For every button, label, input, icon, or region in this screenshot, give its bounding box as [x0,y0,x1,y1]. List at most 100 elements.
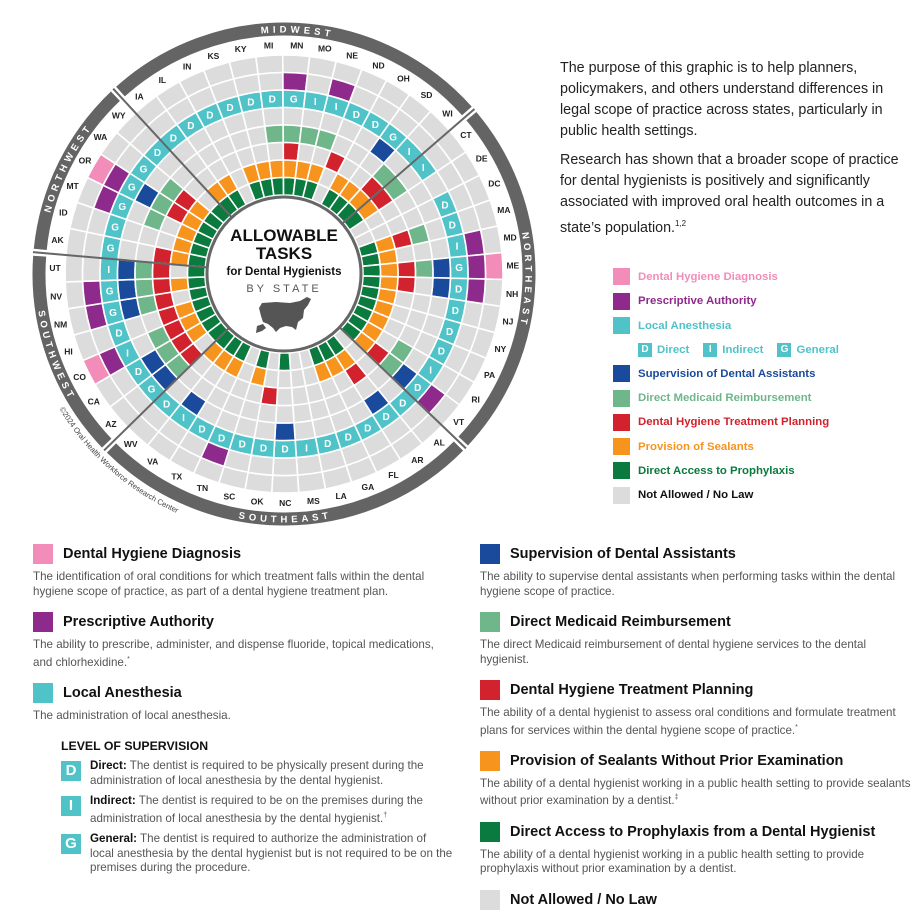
legend-item: Direct Medicaid Reimbursement [613,386,912,410]
anesthesia-level-az: G [148,384,156,395]
anesthesia-level-al: D [399,398,406,409]
definition-title: Supervision of Dental Assistants [510,546,736,562]
legend-swatch [613,438,630,456]
definition-direct-access-to-prophylaxis-from-a-dental-hygienist: Direct Access to Prophylaxis from a Dent… [480,821,912,877]
definition-text: The ability to supervise dental assistan… [480,570,896,598]
cell-nh-supervision [430,276,452,300]
cell-nc-access [277,351,292,372]
state-label-wa: WA [94,132,108,142]
legend-swatch [613,365,630,383]
definition-title: Direct Medicaid Reimbursement [510,614,731,630]
definition-text: The ability of a dental hygienist to ass… [480,706,896,737]
anesthesia-level-nd: D [353,110,360,121]
anesthesia-level-nv: G [106,287,114,298]
cell-mn-diagnosis [281,54,311,75]
anesthesia-level-mt: G [118,202,126,213]
legend-label: Direct Medicaid Reimbursement [638,392,812,405]
legend-item: Not Allowed / No Law [613,483,912,507]
state-label-de: DE [476,153,488,163]
anesthesia-level-sc: D [239,440,246,451]
region-band-northeast [458,111,536,446]
cell-md-planning [394,244,416,264]
anesthesia-level-pa: D [438,347,445,358]
anesthesia-level-tx: D [198,424,205,435]
intro-paragraph-1: The purpose of this graphic is to help p… [560,60,884,139]
region-band-southeast [106,441,464,526]
legend-label: Dental Hygiene Treatment Planning [638,416,830,429]
region-divider [103,327,230,452]
intro-paragraph-2-text: Research has shown that a broader scope … [560,152,899,236]
legend-label: Prescriptive Authority [638,295,757,308]
legend-item: Direct Access to Prophylaxis [613,459,912,483]
cell-ut-prescriptive [81,255,102,283]
state-label-ri: RI [471,394,480,404]
definition-title: Provision of Sealants Without Prior Exam… [510,752,844,769]
state-label-ok: OK [251,496,265,506]
region-band-northwest [33,91,120,251]
cell-nc-sealants [276,369,293,389]
definition-swatch [480,889,500,910]
state-label-pa: PA [484,370,495,380]
state-label-ky: KY [235,44,247,54]
state-label-wv: WV [124,439,138,449]
legend-item: Dental Hygiene Treatment Planning [613,410,912,434]
anesthesia-level-tn: D [218,433,225,444]
state-label-nj: NJ [503,317,514,327]
definition-title: Dental Hygiene Diagnosis [63,546,242,562]
anesthesia-level-wi: I [408,147,411,158]
anesthesia-level-oh: D [372,120,379,131]
cell-me-supervision [431,256,452,280]
state-label-mt: MT [66,181,79,191]
anesthesia-level-wa: G [140,165,148,176]
cell-mn-medicaid [282,124,303,145]
cell-me-access [361,263,382,278]
definition-provision-of-sealants-without-prior-examination: Provision of Sealants Without Prior Exam… [480,750,912,809]
state-label-dc: DC [488,179,500,189]
state-label-hi: HI [64,346,73,356]
anesthesia-level-in: D [206,111,213,122]
definition-swatch [33,682,53,703]
cell-ms-sealants [289,367,307,389]
definition-text: The ability of a dental hygienist workin… [480,776,911,808]
state-label-ny: NY [495,344,507,354]
cell-nc-medicaid [274,404,295,424]
cell-ms-medicaid [291,402,314,424]
legend-label: Local Anesthesia [638,319,732,332]
cell-ut-medicaid [134,260,154,281]
anesthesia-level-nc: D [281,445,288,456]
anesthesia-level-ne: I [335,102,338,113]
state-label-ct: CT [460,130,472,140]
definition-text: The ability of a dental hygienist workin… [480,847,865,876]
state-label-oh: OH [397,74,410,84]
center-title-line2: TASKS [256,244,312,263]
legend-swatch [613,486,630,504]
state-label-ga: GA [362,482,375,492]
legend-item: Prescriptive Authority [613,289,912,313]
region-divider [112,88,233,219]
cell-mn-supervision [282,106,305,127]
definition-not-allowed-no-law: Not Allowed / No Law [480,889,912,911]
state-label-az: AZ [105,419,116,429]
state-label-ma: MA [497,205,510,215]
anesthesia-level-ms: I [305,443,308,454]
cell-nc-planning [275,386,294,407]
legend-item: Provision of Sealants [613,435,912,459]
region-dividers [32,88,476,452]
anesthesia-level-ar: D [382,412,389,423]
intro-text: The purpose of this graphic is to help p… [560,58,912,239]
cell-nh-prescriptive [465,277,487,305]
cell-mi-medicaid [263,124,285,145]
cell-nh-diagnosis [482,278,504,308]
legend-swatch [613,389,630,407]
level-of-supervision-title: LEVEL OF SUPERVISION [61,739,209,754]
state-label-sd: SD [421,90,433,100]
state-label-vt: VT [453,417,465,427]
